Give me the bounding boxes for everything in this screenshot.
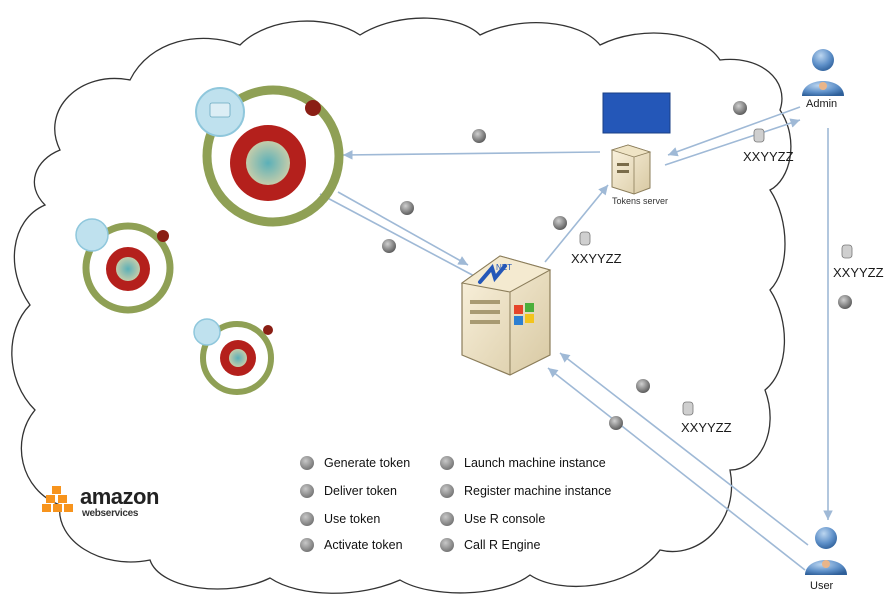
token-server-label: Tokens server [612, 196, 669, 206]
step-badge [609, 416, 623, 430]
arrow-user-to-net-1 [559, 352, 809, 546]
legend-label: Generate token [324, 456, 411, 470]
legend-item: Deliver token [300, 484, 397, 498]
step-badge [733, 101, 747, 115]
instance-medium [75, 218, 174, 314]
arrow-admin-to-server-1 [667, 106, 801, 157]
token-icons [579, 128, 853, 416]
step-badge-icon [300, 484, 314, 498]
amazon-wordmark: amazon [80, 484, 159, 509]
token-panel [602, 92, 671, 134]
legend-label: Launch machine instance [464, 456, 606, 470]
step-badge-icon [440, 484, 454, 498]
step-badge-icon [440, 456, 454, 470]
token-label-admin-user: XXYYZZ [833, 265, 884, 280]
legend-label: Deliver token [324, 484, 397, 498]
arrow-main-to-net [337, 191, 469, 266]
token-label-server: XXYYZZ [571, 251, 622, 266]
legend-item: Call R Engine [440, 538, 540, 552]
legend-item: Use R console [440, 512, 545, 526]
step-badge [472, 129, 486, 143]
user-person-icon [805, 527, 847, 575]
token-key-icon [682, 401, 694, 416]
net-server [460, 255, 552, 376]
legend-item: Use token [300, 512, 380, 526]
instance-large [195, 85, 344, 227]
net-logo-icon [478, 263, 507, 284]
step-badge [382, 239, 396, 253]
legend-label: Use R console [464, 512, 546, 526]
step-badge-icon [440, 538, 454, 552]
legend-item: Launch machine instance [440, 456, 606, 470]
token-key-icon [579, 231, 591, 246]
arrow-net-to-main [319, 193, 479, 279]
token-server [610, 144, 652, 195]
legend-item: Generate token [300, 456, 410, 470]
arrow-net-to-server [544, 184, 609, 263]
step-badge [838, 295, 852, 309]
token-label-user: XXYYZZ [681, 420, 732, 435]
legend-item: Activate token [300, 538, 403, 552]
amazon-logo: amazon webservices [42, 482, 172, 522]
step-badge [400, 201, 414, 215]
cloud-outline [11, 17, 792, 594]
legend: Generate token Deliver token Use token A… [300, 452, 640, 572]
legend-label: Call R Engine [464, 538, 541, 552]
step-badge-icon [300, 456, 314, 470]
instance-small [193, 318, 274, 395]
user-label: User [810, 580, 834, 592]
step-badge [553, 216, 567, 230]
amazon-subtitle: webservices [82, 508, 139, 519]
step-badge-icon [300, 538, 314, 552]
windows-logo-icon [514, 303, 534, 325]
arrow-server-to-main [342, 150, 601, 160]
aws-cubes-icon [42, 486, 73, 512]
token-key-icon [753, 128, 765, 143]
step-badge-icon [440, 512, 454, 526]
step-badges [382, 101, 852, 430]
legend-label: Use token [324, 512, 381, 526]
step-badge-icon [300, 512, 314, 526]
arrow-user-to-net-2 [547, 367, 806, 571]
legend-label: Register machine instance [464, 484, 612, 498]
net-badge-label: NET [496, 263, 512, 272]
admin-label: Admin [806, 98, 838, 110]
arrows [319, 106, 833, 571]
token-key-icon [841, 244, 853, 259]
arrow-server-to-admin [664, 118, 801, 166]
admin-person-icon [802, 49, 844, 96]
legend-label: Activate token [324, 538, 403, 552]
token-label-admin: XXYYZZ [743, 149, 794, 164]
legend-item: Register machine instance [440, 484, 611, 498]
step-badge [636, 379, 650, 393]
